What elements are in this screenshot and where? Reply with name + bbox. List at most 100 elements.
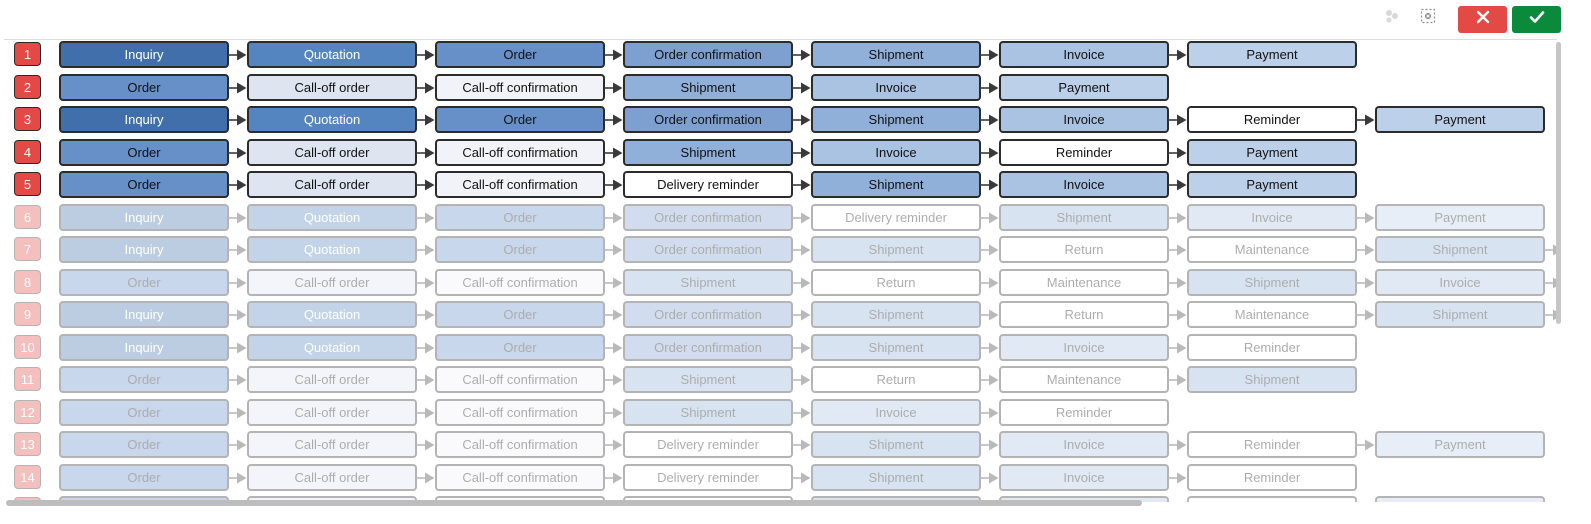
process-step[interactable]: Payment xyxy=(1375,204,1545,231)
process-step[interactable]: Quotation xyxy=(247,204,417,231)
process-step[interactable]: Quotation xyxy=(247,106,417,133)
process-step[interactable]: Shipment xyxy=(1187,269,1357,296)
process-step[interactable]: Shipment xyxy=(811,106,981,133)
process-step[interactable]: Order xyxy=(435,204,605,231)
process-step[interactable]: Inquiry xyxy=(59,204,229,231)
process-step[interactable]: Delivery reminder xyxy=(623,431,793,458)
row-number-badge[interactable]: 12 xyxy=(14,400,41,424)
process-step[interactable]: Reminder xyxy=(1187,106,1357,133)
process-step[interactable]: Return xyxy=(811,269,981,296)
process-step[interactable]: Inquiry xyxy=(59,301,229,328)
process-step[interactable]: Order xyxy=(435,106,605,133)
row-number-badge[interactable]: 1 xyxy=(14,42,41,66)
process-step[interactable]: Order xyxy=(59,74,229,101)
process-step[interactable]: Shipment xyxy=(811,236,981,263)
process-step[interactable]: Payment xyxy=(999,74,1169,101)
process-step[interactable]: Invoice xyxy=(999,106,1169,133)
process-step[interactable]: Call-off order xyxy=(247,496,417,502)
process-step[interactable]: Call-off order xyxy=(247,269,417,296)
process-step[interactable]: Maintenance xyxy=(1187,301,1357,328)
process-step[interactable]: Call-off order xyxy=(247,74,417,101)
row-number-badge[interactable]: 8 xyxy=(14,270,41,294)
dots-icon[interactable] xyxy=(1384,8,1400,24)
process-step[interactable]: Order xyxy=(59,366,229,393)
process-row[interactable]: 3 Inquiry Quotation Order Order confirmation… xyxy=(0,105,1556,133)
process-step[interactable]: Shipment xyxy=(811,301,981,328)
process-step[interactable]: Shipment xyxy=(811,41,981,68)
process-step[interactable]: Payment xyxy=(1375,496,1545,502)
process-step[interactable]: Delivery reminder xyxy=(623,171,793,198)
process-step[interactable]: Payment xyxy=(1187,171,1357,198)
process-step[interactable]: Shipment xyxy=(1375,301,1545,328)
process-step[interactable]: Order confirmation xyxy=(623,106,793,133)
process-step[interactable]: Invoice xyxy=(1187,204,1357,231)
process-step[interactable]: Invoice xyxy=(999,431,1169,458)
process-step[interactable]: Call-off order xyxy=(247,464,417,491)
process-step[interactable]: Invoice xyxy=(811,74,981,101)
row-number-badge[interactable]: 14 xyxy=(14,465,41,489)
process-step[interactable]: Order xyxy=(59,464,229,491)
process-step[interactable]: Order confirmation xyxy=(623,334,793,361)
row-number-badge[interactable]: 3 xyxy=(14,107,41,131)
process-step[interactable]: Delivery reminder xyxy=(623,464,793,491)
process-step[interactable]: Order xyxy=(59,496,229,502)
process-step[interactable]: Order xyxy=(59,139,229,166)
process-step[interactable]: Invoice xyxy=(811,139,981,166)
process-step[interactable]: Shipment xyxy=(623,269,793,296)
process-step[interactable]: Call-off confirmation xyxy=(435,431,605,458)
process-step[interactable]: Invoice xyxy=(999,334,1169,361)
row-number-badge[interactable]: 4 xyxy=(14,140,41,164)
process-step[interactable]: Shipment xyxy=(623,399,793,426)
process-step[interactable]: Maintenance xyxy=(999,269,1169,296)
row-number-badge[interactable]: 7 xyxy=(14,237,41,261)
process-step[interactable]: Payment xyxy=(1375,106,1545,133)
process-step[interactable]: Invoice xyxy=(1375,269,1545,296)
process-step[interactable]: Order confirmation xyxy=(623,204,793,231)
process-step[interactable]: Inquiry xyxy=(59,334,229,361)
process-step[interactable]: Inquiry xyxy=(59,41,229,68)
selection-icon[interactable] xyxy=(1420,8,1436,24)
process-step[interactable]: Shipment xyxy=(999,204,1169,231)
process-step[interactable]: Call-off order xyxy=(247,431,417,458)
process-step[interactable]: Call-off order xyxy=(247,366,417,393)
process-step[interactable]: Shipment xyxy=(623,366,793,393)
process-step[interactable]: Return xyxy=(999,301,1169,328)
process-step[interactable]: Maintenance xyxy=(1187,236,1357,263)
process-step[interactable]: Reminder xyxy=(1187,464,1357,491)
process-step[interactable]: Payment xyxy=(1187,139,1357,166)
process-step[interactable]: Reminder xyxy=(1187,334,1357,361)
row-number-badge[interactable]: 9 xyxy=(14,302,41,326)
process-step[interactable]: Payment xyxy=(1187,41,1357,68)
cancel-button[interactable] xyxy=(1458,6,1507,33)
process-step[interactable]: Order xyxy=(59,269,229,296)
process-step[interactable]: Return xyxy=(999,236,1169,263)
process-row[interactable]: 14 Order Call-off order Call-off confirmati… xyxy=(0,463,1556,491)
row-number-badge[interactable]: 10 xyxy=(14,335,41,359)
process-step[interactable]: Call-off order xyxy=(247,171,417,198)
process-step[interactable]: Order xyxy=(59,431,229,458)
process-step[interactable]: Call-off order xyxy=(247,399,417,426)
process-step[interactable]: Shipment xyxy=(811,334,981,361)
process-step[interactable]: Invoice xyxy=(999,496,1169,502)
row-number-badge[interactable]: 5 xyxy=(14,172,41,196)
process-step[interactable]: Invoice xyxy=(999,464,1169,491)
process-step[interactable]: Delivery reminder xyxy=(623,496,793,502)
process-step[interactable]: Order xyxy=(435,334,605,361)
process-step[interactable]: Call-off confirmation xyxy=(435,464,605,491)
process-step[interactable]: Order confirmation xyxy=(623,301,793,328)
process-step[interactable]: Maintenance xyxy=(999,366,1169,393)
process-step[interactable]: Call-off confirmation xyxy=(435,171,605,198)
vertical-scrollbar[interactable] xyxy=(1556,42,1561,324)
process-step[interactable]: Call-off confirmation xyxy=(435,399,605,426)
process-step[interactable]: Shipment xyxy=(811,431,981,458)
process-step[interactable]: Inquiry xyxy=(59,106,229,133)
